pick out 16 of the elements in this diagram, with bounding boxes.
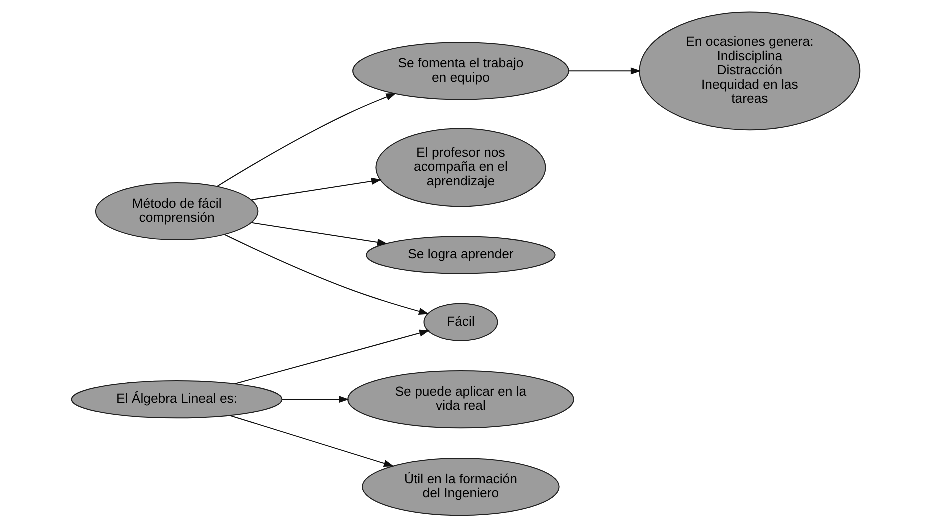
node-ellipse: Se logra aprender [366, 236, 556, 274]
arrow [568, 68, 641, 75]
arrow [282, 396, 349, 404]
arrow [224, 234, 429, 316]
node-ellipse: En ocasiones genera: Indisciplina Distracción Inequidad en las tareas [638, 12, 860, 131]
arrow [251, 222, 388, 246]
arrow [251, 178, 382, 201]
node-ellipse: Se puede aplicar en la vida real [347, 370, 574, 429]
node-ellipse: Método de fácil comprensión [94, 182, 258, 241]
node-ellipse: Fácil [423, 303, 498, 342]
arrow [229, 415, 394, 468]
node-ellipse: El Álgebra Lineal es: [70, 380, 282, 419]
arrow [234, 330, 430, 384]
arrow [216, 93, 396, 187]
node-ellipse: Útil en la formación del Ingeniero [362, 458, 560, 516]
node-ellipse: El profesor nos acompaña en el aprendizaje [375, 128, 546, 208]
